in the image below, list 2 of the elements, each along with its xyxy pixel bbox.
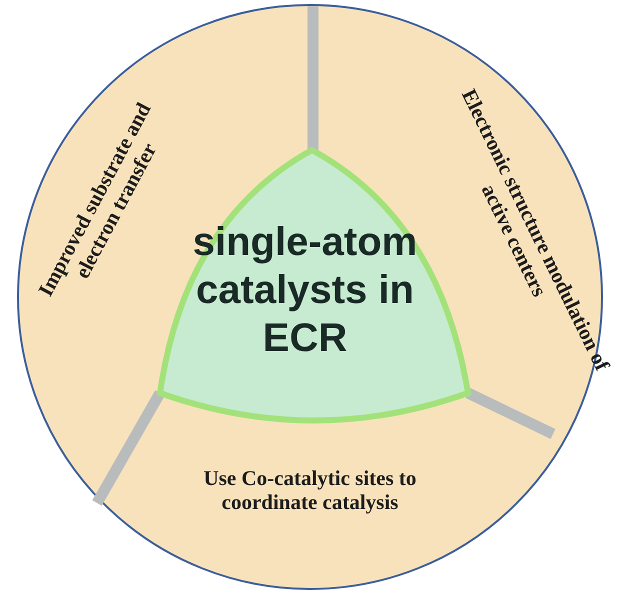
sector-label: Use Co-catalytic sites to coordinate catalysis (202, 466, 418, 514)
center-title: single-atom catalysts in ECR (192, 219, 418, 362)
